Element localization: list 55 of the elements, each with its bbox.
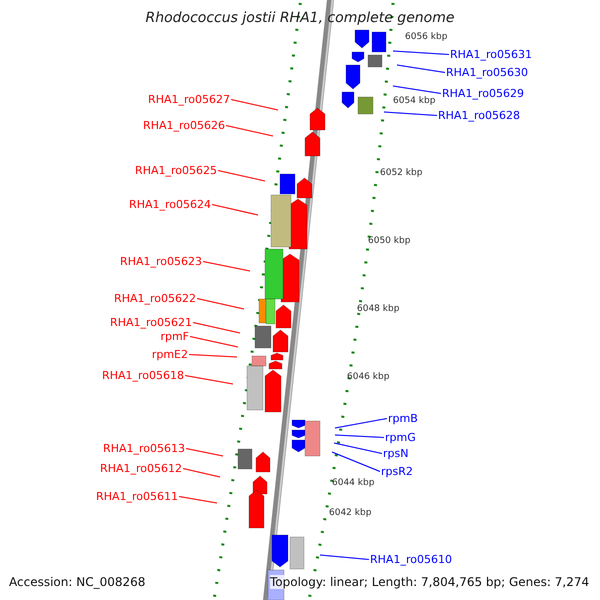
gene-label: RHA1_ro05612: [100, 462, 182, 475]
scale-label: 6048 kbp: [357, 304, 400, 315]
gene-label: rpmB: [388, 412, 418, 425]
gene-label: RHA1_ro05613: [103, 442, 185, 455]
gene-label: RHA1_ro05630: [446, 66, 528, 79]
gene-label: RHA1_ro05628: [438, 109, 520, 122]
gene-label: RHA1_ro05631: [450, 48, 532, 61]
title: Rhodococcus jostii RHA1, complete genome: [144, 10, 456, 27]
leader-line: [332, 452, 380, 472]
leader-line: [384, 112, 438, 116]
leader-line: [392, 86, 442, 94]
scale-label: 6056 kbp: [405, 32, 448, 43]
gene-label: RHA1_ro05623: [120, 255, 202, 268]
gene-label: rpsR2: [381, 465, 413, 478]
leader-line: [192, 322, 240, 334]
leader-line: [188, 354, 238, 358]
scale-label: 6052 kbp: [380, 168, 422, 179]
leader-line: [230, 99, 278, 110]
leader-line: [218, 170, 266, 182]
gene-label: rpmE2: [152, 348, 188, 361]
gene-label: RHA1_ro05621: [110, 316, 192, 329]
gene-label: RHA1_ro05625: [135, 164, 217, 177]
gene-label: RHA1_ro05610: [370, 553, 452, 566]
leader-line: [334, 434, 384, 438]
scale-label: 6046 kbp: [347, 372, 390, 383]
leader-line: [226, 125, 274, 136]
gene-label: RHA1_ro05629: [442, 87, 524, 100]
leader-line: [392, 50, 450, 55]
scale-label: 6042 kbp: [329, 508, 372, 519]
leader-line: [182, 468, 220, 478]
genome-summary-text: Topology: linear; Length: 7,804,765 bp; Genes: 7,274: [270, 575, 590, 589]
gene-label: RHA1_ro05611: [96, 490, 178, 503]
leader-line: [320, 554, 370, 560]
gene-label: RHA1_ro05627: [148, 93, 230, 106]
gene-label: rpmG: [385, 431, 416, 444]
accession-text: Accession: NC_008268: [9, 575, 146, 589]
leader-line: [202, 261, 250, 272]
scale-label: 6050 kbp: [368, 236, 410, 247]
leader-line: [334, 442, 382, 454]
gene-label: rpsN: [383, 447, 408, 460]
gene-label: RHA1_ro05618: [102, 369, 184, 382]
leader-line: [196, 298, 244, 310]
leader-line: [212, 204, 258, 216]
leader-line: [190, 336, 238, 348]
gene-label: RHA1_ro05624: [129, 198, 211, 211]
gene-label: RHA1_ro05622: [114, 292, 196, 305]
leader-line: [184, 375, 234, 384]
leader-line: [186, 448, 224, 456]
leader-line: [334, 418, 388, 428]
gene-label: rpmF: [160, 330, 189, 343]
leader-line: [396, 64, 446, 73]
scale-label: 6054 kbp: [393, 96, 436, 107]
leader-line: [178, 496, 218, 504]
gene-label: RHA1_ro05626: [143, 119, 225, 132]
scale-label: 6044 kbp: [332, 478, 374, 489]
